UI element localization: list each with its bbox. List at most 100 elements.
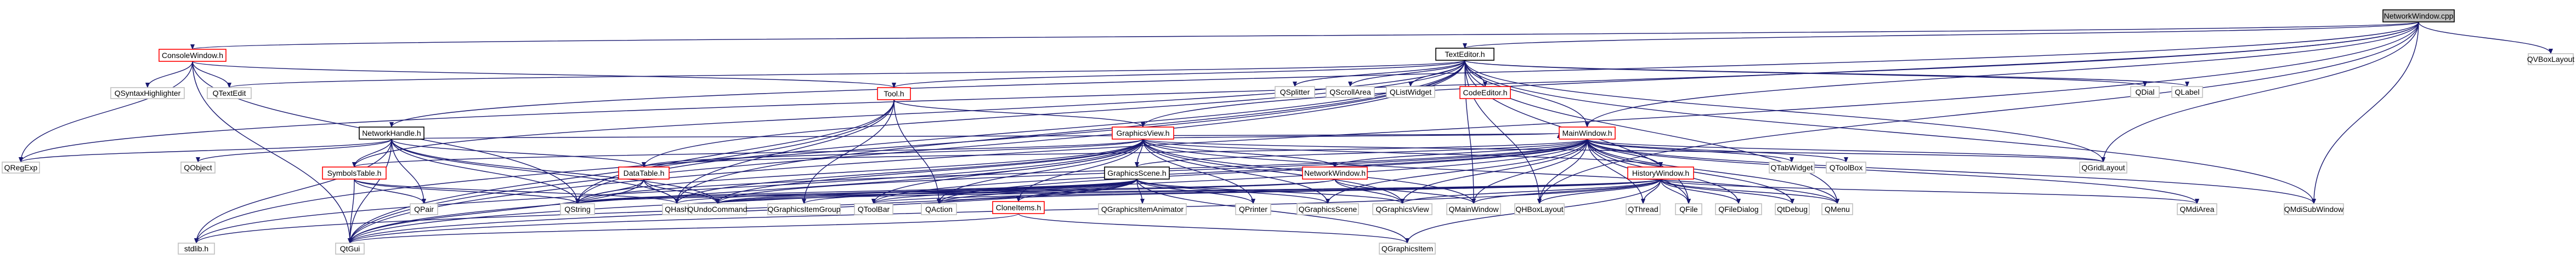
edge-networkhandle-to-qobject [196,139,392,163]
node-qfile: QFile [1675,203,1702,215]
node-texteditor[interactable]: TextEditor.h [1435,48,1494,61]
node-qdial: QDial [2130,86,2160,98]
edge-texteditor-to-qsplitter [1293,60,1465,87]
edge-root-to-qhboxlayout [1537,21,2419,204]
node-box-qfile [1675,203,1702,215]
edge-texteditor-to-datatable [642,60,1465,168]
node-symbolstable[interactable]: SymbolsTable.h [322,166,387,180]
node-qgraphicsscene: QGraphicsScene [1297,203,1359,215]
edge-graphicsview-to-qgraphicsview [1142,139,1405,204]
edge-datatable-to-qstring [575,179,644,204]
edge-historywindow-to-qmenu [1660,179,1839,204]
node-label-qtoolbar: QToolBar [858,205,890,214]
edge-networkhandle-to-stdlib [194,139,392,244]
node-qgraphicsitem: QGraphicsItem [1379,243,1436,255]
node-box-graphicsscene [1104,166,1170,180]
node-box-qsplitter [1275,86,1315,98]
edge-texteditor-to-mainwindow [1464,60,1589,128]
node-qthread: QThread [1626,203,1661,215]
node-graphicsscene[interactable]: GraphicsScene.h [1104,166,1170,180]
node-qgridlayout: QGridLayout [2079,162,2127,174]
node-qgraphicsitemanimator: QGraphicsItemAnimator [1098,203,1187,215]
node-box-qhboxlayout [1514,203,1565,215]
node-label-qpair: QPair [414,205,434,214]
edge-symbolstable-to-qgui [348,179,355,244]
node-label-networkwindow: NetworkWindow.h [1304,169,1366,177]
node-box-datatable [618,166,670,180]
edge-root-to-qmdisubwindow [2312,21,2419,204]
node-label-consolewindow: ConsoleWindow.h [162,51,223,60]
edge-mainwindow-to-qtabwidget [1587,139,1794,163]
edge-mainwindow-to-graphicsscene [1135,139,1588,168]
node-box-qtoolbox [1826,162,1866,174]
edge-tool-to-graphicsview [893,99,1145,128]
node-box-qundocommand [688,203,747,215]
node-box-qmdisubwindow [2284,203,2344,215]
node-stdlib: stdlib.h [178,243,215,255]
edge-root-to-texteditor [1463,21,2419,49]
node-consolewindow[interactable]: ConsoleWindow.h [158,49,227,62]
node-label-stdlib: stdlib.h [184,244,208,253]
node-box-qfiledialog [1715,203,1762,215]
node-label-root: NetworkWindow.cpp [2384,12,2454,20]
node-qstring: QString [560,203,595,215]
edge-root-to-qgui [348,21,2419,244]
node-label-qvboxlayout: QVBoxLayout [2527,55,2574,64]
node-label-qtoolbox: QToolBox [1830,163,1863,172]
node-box-graphicsview [1112,127,1174,140]
node-qtabwidget: QTabWidget [1769,162,1815,174]
edge-mainwindow-to-qmainwindow [1471,139,1588,204]
edge-networkhandle-to-mainwindow [391,133,1560,140]
node-label-qfiledialog: QFileDialog [1718,205,1758,214]
node-mainwindow[interactable]: MainWindow.h [1559,127,1616,140]
node-label-qgridlayout: QGridLayout [2081,163,2125,172]
edge-tool-to-qhash [675,99,894,204]
node-box-qvboxlayout [2528,53,2574,65]
node-label-qmdiarea: QMdiArea [2179,205,2214,214]
node-networkwindow[interactable]: NetworkWindow.h [1302,166,1368,180]
edge-graphicsview-to-networkwindow [1142,139,1337,168]
node-networkhandle[interactable]: NetworkHandle.h [359,127,424,140]
node-label-qobject: QObject [184,163,212,172]
edge-consolewindow-to-tool [192,61,896,88]
node-qscrollarea: QScrollArea [1326,86,1375,98]
node-label-qgraphicsscene: QGraphicsScene [1299,205,1357,214]
node-historywindow[interactable]: HistoryWindow.h [1627,166,1694,180]
node-qfiledialog: QFileDialog [1715,203,1762,215]
node-box-qgridlayout [2079,162,2127,174]
node-qgraphicsview: QGraphicsView [1372,203,1433,215]
node-label-mainwindow: MainWindow.h [1562,129,1612,137]
node-datatable[interactable]: DataTable.h [618,166,670,180]
node-graphicsview[interactable]: GraphicsView.h [1112,127,1174,140]
edge-root-to-networkhandle [389,21,2419,128]
edge-graphicsview-to-symbolstable [352,139,1143,168]
node-label-qgraphicsview: QGraphicsView [1375,205,1429,214]
node-qlabel: QLabel [2171,86,2203,98]
node-label-networkhandle: NetworkHandle.h [362,129,421,137]
node-qregexp: QRegExp [2,162,40,174]
node-root[interactable]: NetworkWindow.cpp [2382,9,2455,22]
node-box-qgraphicsitem [1379,243,1436,255]
node-box-cloneitems [992,201,1045,214]
node-label-qhboxlayout: QHBoxLayout [1515,205,1563,214]
node-box-qlistwidget [1386,86,1435,98]
node-qprinter: QPrinter [1235,203,1271,215]
node-box-qdial [2130,86,2160,98]
node-cloneitems[interactable]: CloneItems.h [992,201,1045,214]
node-codeeditor[interactable]: CodeEditor.h [1459,86,1511,99]
edge-graphicsview-to-datatable [642,139,1143,168]
edge-texteditor-to-qmenu [1464,60,1839,204]
edge-symbolstable-to-qhash [354,179,679,204]
node-box-qaction [921,203,957,215]
edge-mainwindow-to-datatable [642,139,1588,168]
node-label-qsplitter: QSplitter [1280,88,1310,96]
edge-graphicsview-to-historywindow [1142,139,1663,168]
node-qgui: QtGui [335,243,365,255]
node-label-qmdisubwindow: QMdiSubWindow [2284,205,2344,214]
edge-graphicsscene-to-qhash [675,179,1137,204]
node-box-qgui [335,243,365,255]
edge-consolewindow-to-qsyntax [145,61,193,88]
node-tool[interactable]: Tool.h [877,87,911,100]
edge-networkhandle-to-qgui [348,139,392,244]
